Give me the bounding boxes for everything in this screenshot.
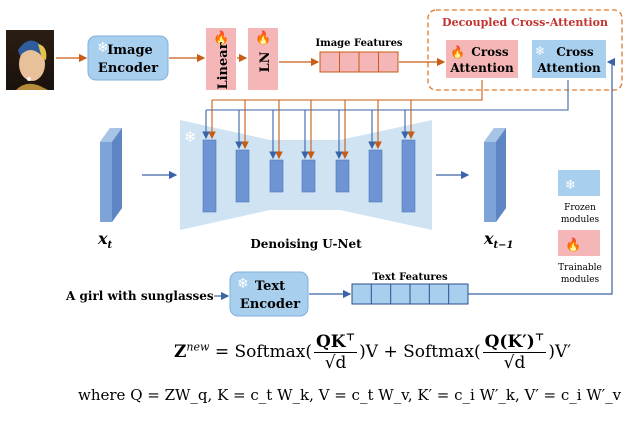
- image-encoder-label: Image: [107, 43, 153, 58]
- prompt-text: A girl with sunglasses: [65, 289, 214, 303]
- latent-output-label: x: [483, 229, 494, 248]
- ln-block: 🔥 LN: [248, 28, 278, 90]
- legend-trainable-label-2: modules: [561, 275, 600, 285]
- legend-frozen-label: Frozen: [564, 203, 596, 213]
- formula-lhs-sup: new: [186, 340, 210, 354]
- unet-bar: [368, 149, 383, 203]
- unet-bars: [202, 139, 416, 213]
- image-encoder-block: ❄ Image Encoder: [87, 35, 169, 81]
- unet-bar: [235, 149, 250, 203]
- image-encoder-label-2: Encoder: [98, 61, 158, 76]
- formula-frac2-num-sup: ⊤: [534, 332, 545, 344]
- formula-end: )V′: [548, 342, 572, 362]
- cross-attention-trainable-label: Cross: [471, 45, 509, 59]
- fire-icon: 🔥: [450, 45, 465, 59]
- image-features: Image Features: [315, 38, 403, 73]
- cross-attention-frozen-label: Cross: [556, 45, 594, 59]
- decoupled-title: Decoupled Cross-Attention: [442, 16, 608, 29]
- snowflake-icon: ❄: [97, 40, 109, 56]
- unet-bar: [335, 159, 350, 193]
- svg-text:xt−1: xt−1: [483, 229, 514, 251]
- snowflake-icon: ❄: [184, 128, 197, 146]
- text-encoder-label-2: Encoder: [240, 297, 300, 312]
- fire-icon: 🔥: [255, 30, 271, 46]
- formula-frac2-num: Q(K′): [484, 332, 535, 352]
- image-features-label: Image Features: [315, 38, 402, 49]
- unet-bar: [401, 139, 416, 213]
- formula-frac1-num: QK: [315, 332, 346, 352]
- cross-attention-trainable-label-2: Attention: [449, 61, 514, 75]
- decoupled-cross-attention: Decoupled Cross-Attention 🔥 Cross Attent…: [427, 9, 623, 91]
- formula-mid: )V + Softmax(: [359, 342, 481, 362]
- text-encoder-label: Text: [255, 279, 285, 294]
- svg-text:xt: xt: [97, 229, 113, 251]
- fire-icon: 🔥: [565, 237, 581, 253]
- where-line: where Q = ZW_q, K = c_t W_k, V = c_t W_v…: [78, 386, 622, 404]
- snowflake-icon: ❄: [535, 44, 545, 58]
- unet-bar: [301, 159, 316, 193]
- input-image: [6, 30, 54, 90]
- latent-output-sub: t−1: [494, 240, 514, 251]
- formula-frac1-num-sup: ⊤: [345, 332, 356, 344]
- latent-input-label: x: [97, 229, 108, 248]
- legend: ❄ Frozen modules 🔥 Trainable modules: [558, 170, 602, 285]
- unet-bar: [202, 139, 217, 213]
- formula-frac2-den: √d: [503, 353, 526, 373]
- linear-block: 🔥 Linear: [206, 28, 236, 90]
- attention-arrows: [202, 80, 569, 160]
- where-formula: where Q = ZW_q, K = c_t W_k, V = c_t W_v…: [78, 386, 621, 404]
- text-features-label: Text Features: [372, 272, 448, 283]
- formula-eq: = Softmax(: [209, 342, 312, 362]
- unet-label: Denoising U-Net: [250, 237, 362, 251]
- formula-frac1-den: √d: [324, 353, 347, 373]
- linear-label: Linear: [216, 42, 231, 89]
- fire-icon: 🔥: [213, 30, 229, 46]
- latent-input: xt: [97, 128, 122, 251]
- snowflake-icon: ❄: [237, 276, 249, 292]
- formula-lhs: Z: [174, 342, 187, 362]
- latent-output: xt−1: [483, 128, 514, 251]
- legend-frozen-label-2: modules: [561, 215, 600, 225]
- legend-trainable-label: Trainable: [558, 263, 602, 273]
- text-branch: A girl with sunglasses ❄ Text Encoder Te…: [65, 271, 469, 317]
- latent-input-sub: t: [108, 240, 113, 251]
- formula-frac-1: QK⊤ √d: [313, 332, 358, 373]
- formula-frac-2: Q(K′)⊤ √d: [482, 332, 547, 373]
- attention-formula: Znew = Softmax(QK⊤√d)V + Softmax(Q(K′)⊤√…: [174, 332, 571, 373]
- snowflake-icon: ❄: [565, 178, 576, 193]
- cross-attention-frozen-label-2: Attention: [536, 61, 601, 75]
- top-arrows: [56, 53, 616, 295]
- ln-label: LN: [258, 51, 273, 72]
- unet-bar: [269, 159, 284, 193]
